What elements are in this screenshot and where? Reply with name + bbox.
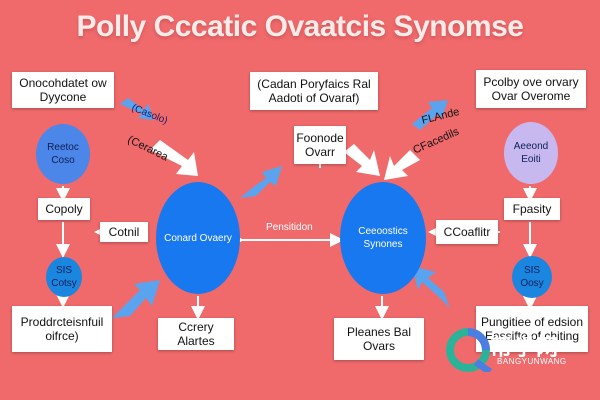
arrow-blue-upper-right [412, 100, 448, 130]
node-cerny: Ccrery Alartes [158, 318, 234, 350]
node-cfoaltir: CCoaflitr [436, 220, 498, 244]
node-top-left: Onocohdatet ow Dyycone [12, 72, 114, 108]
node-bottom-right: Pungitiee of edsion Eassifte of chiting [476, 306, 588, 352]
watermark-logo [446, 328, 493, 372]
watermark-title: 帮学网 [490, 335, 560, 360]
node-center-left: Conard Ovaery [156, 182, 240, 294]
arrow-to-center-from-right [384, 150, 420, 180]
node-left-circle: Reetoc Coso [36, 124, 90, 184]
node-center-right: Ceeoostics Synones [340, 182, 426, 294]
watermark-subtitle: BANGYUNWANG [497, 357, 567, 366]
node-top-right: Pcolby ove orvary Ovar Overome [476, 70, 586, 108]
node-sis-left: SIS Cotsy [46, 257, 82, 297]
node-fpasity: Fpasity [504, 198, 560, 220]
arrow-blue-lower-right [412, 266, 450, 308]
arrow-to-center-from-foonode [344, 144, 380, 176]
node-pleanes: Pleanes Bal Ovars [334, 318, 424, 360]
node-cotmil: Cotnil [100, 222, 148, 242]
node-foonode: Foonode Ovarr [294, 126, 346, 164]
node-bottom-left: Proddrcteisnfuil oifrce) [12, 306, 112, 352]
arrow-blue-lower-left [112, 280, 160, 318]
node-sis-right: SIS Oosy [512, 256, 552, 298]
node-center-top: (Cadan Poryfaics Ral Aadoti of Ovaraf) [250, 72, 378, 110]
node-copoly: Copoly [38, 198, 90, 220]
diagram-title: Polly Cccatic Ovaatcis Synomse [76, 10, 524, 43]
node-right-circle: Aeeond Eoiti [504, 122, 558, 184]
arrow-to-center-left-top [150, 140, 198, 176]
arrow-blue-center [240, 166, 282, 198]
edge-label-pensitidon: Pensitidon [266, 222, 313, 233]
arrow-blue-upper-left [120, 98, 154, 120]
